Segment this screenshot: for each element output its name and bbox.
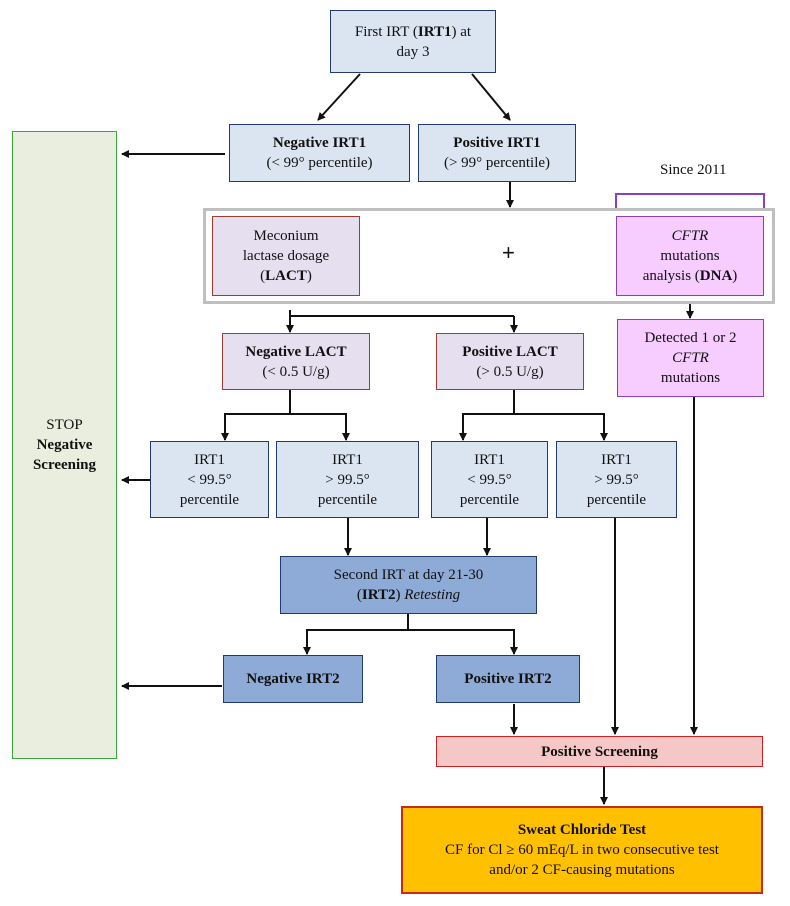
positive-irt2-node: Positive IRT2 [436,655,580,703]
irt1-b-l3: percentile [317,491,378,508]
negative-lact-node: Negative LACT (< 0.5 U/g) [222,333,370,390]
positive-lact-sub: (> 0.5 U/g) [476,363,544,380]
plus-sign: + [502,240,515,265]
cftr-line1: CFTR [671,228,709,244]
line-neglact-split-b [290,413,350,441]
first-irt-line2: day 3 [396,43,430,60]
lact-line1: Meconium [253,228,319,244]
irt1-b-l1: IRT1 [332,451,363,468]
irt1-c-l3: percentile [459,491,520,508]
irt1-above-neglact-node: IRT1 > 99.5° percentile [276,441,419,518]
negative-irt1-title: Negative IRT1 [272,135,367,151]
detected-line2: CFTR [672,350,709,366]
arrow-first-to-pos [471,73,511,121]
irt1-above-poslact-node: IRT1 > 99.5° percentile [556,441,677,518]
cftr-line2: mutations [660,248,720,264]
stop-negative-screening: STOP Negative Screening [12,131,117,759]
positive-irt1-node: Positive IRT1 (> 99° percentile) [418,124,576,182]
arrow-first-to-neg [317,73,361,121]
since-2011-bracket [615,193,765,208]
line-second-split [303,614,409,655]
positive-irt2-title: Positive IRT2 [464,671,552,687]
irt1-d-l3: percentile [586,491,647,508]
irt1-c-l1: IRT1 [474,451,505,468]
stop-screening: Screening [32,457,97,473]
line-second-split-b [408,629,518,655]
positive-screening-node: Positive Screening [436,736,763,767]
sweat-title: Sweat Chloride Test [517,822,647,838]
line-poslact-split-b [514,413,608,441]
second-irt-node: Second IRT at day 21-30 (IRT2) Retesting [280,556,537,614]
lact-line3: (LACT) [260,268,312,284]
detected-cftr-node: Detected 1 or 2 CFTR mutations [617,319,764,397]
stop-negative: Negative [36,437,93,453]
irt1-d-l1: IRT1 [601,451,632,468]
irt1-d-l2: > 99.5° [594,471,639,488]
first-irt-line1: First IRT (IRT1) at [354,23,472,40]
irt1-c-l2: < 99.5° [467,471,512,488]
negative-lact-sub: (< 0.5 U/g) [262,363,330,380]
cftr-line3: analysis (DNA) [642,268,738,284]
positive-irt1-sub: (> 99° percentile) [443,155,551,171]
second-irt-line2: (IRT2) Retesting [356,587,461,603]
irt1-b-l2: > 99.5° [325,471,370,488]
irt1-below-poslact-node: IRT1 < 99.5° percentile [431,441,548,518]
stop-label: STOP [46,417,83,433]
lact-dna-group [203,208,775,304]
sweat-line3: and/or 2 CF-causing mutations [489,862,675,878]
first-irt-node: First IRT (IRT1) at day 3 [330,10,496,73]
positive-screening-title: Positive Screening [541,743,658,760]
cftr-dna-node: CFTR mutations analysis (DNA) [616,216,764,296]
lact-line2: lactase dosage [242,248,330,264]
line-poslact-split [459,390,515,441]
detected-line3: mutations [660,370,721,386]
negative-irt1-sub: (< 99° percentile) [266,155,373,171]
negative-irt1-node: Negative IRT1 (< 99° percentile) [229,124,410,182]
irt1-a-l3: percentile [179,491,240,508]
detected-line1: Detected 1 or 2 [644,330,737,346]
second-irt-line1: Second IRT at day 21-30 [333,567,484,583]
since-2011-label: Since 2011 [660,162,727,178]
sweat-chloride-test-node: Sweat Chloride Test CF for Cl ≥ 60 mEq/L… [401,806,763,894]
negative-irt2-node: Negative IRT2 [223,655,363,703]
irt1-a-l2: < 99.5° [187,471,232,488]
irt1-below-neglact-node: IRT1 < 99.5° percentile [150,441,269,518]
negative-irt2-title: Negative IRT2 [246,671,340,687]
sweat-line2: CF for Cl ≥ 60 mEq/L in two consecutive … [445,842,719,858]
negative-lact-title: Negative LACT [245,343,347,360]
positive-lact-node: Positive LACT (> 0.5 U/g) [436,333,584,390]
line-neglact-split [221,390,291,441]
positive-irt1-title: Positive IRT1 [453,135,541,151]
line-lact-split [289,310,514,317]
irt1-a-l1: IRT1 [194,451,225,468]
meconium-lact-node: Meconium lactase dosage (LACT) [212,216,360,296]
positive-lact-title: Positive LACT [462,343,558,360]
